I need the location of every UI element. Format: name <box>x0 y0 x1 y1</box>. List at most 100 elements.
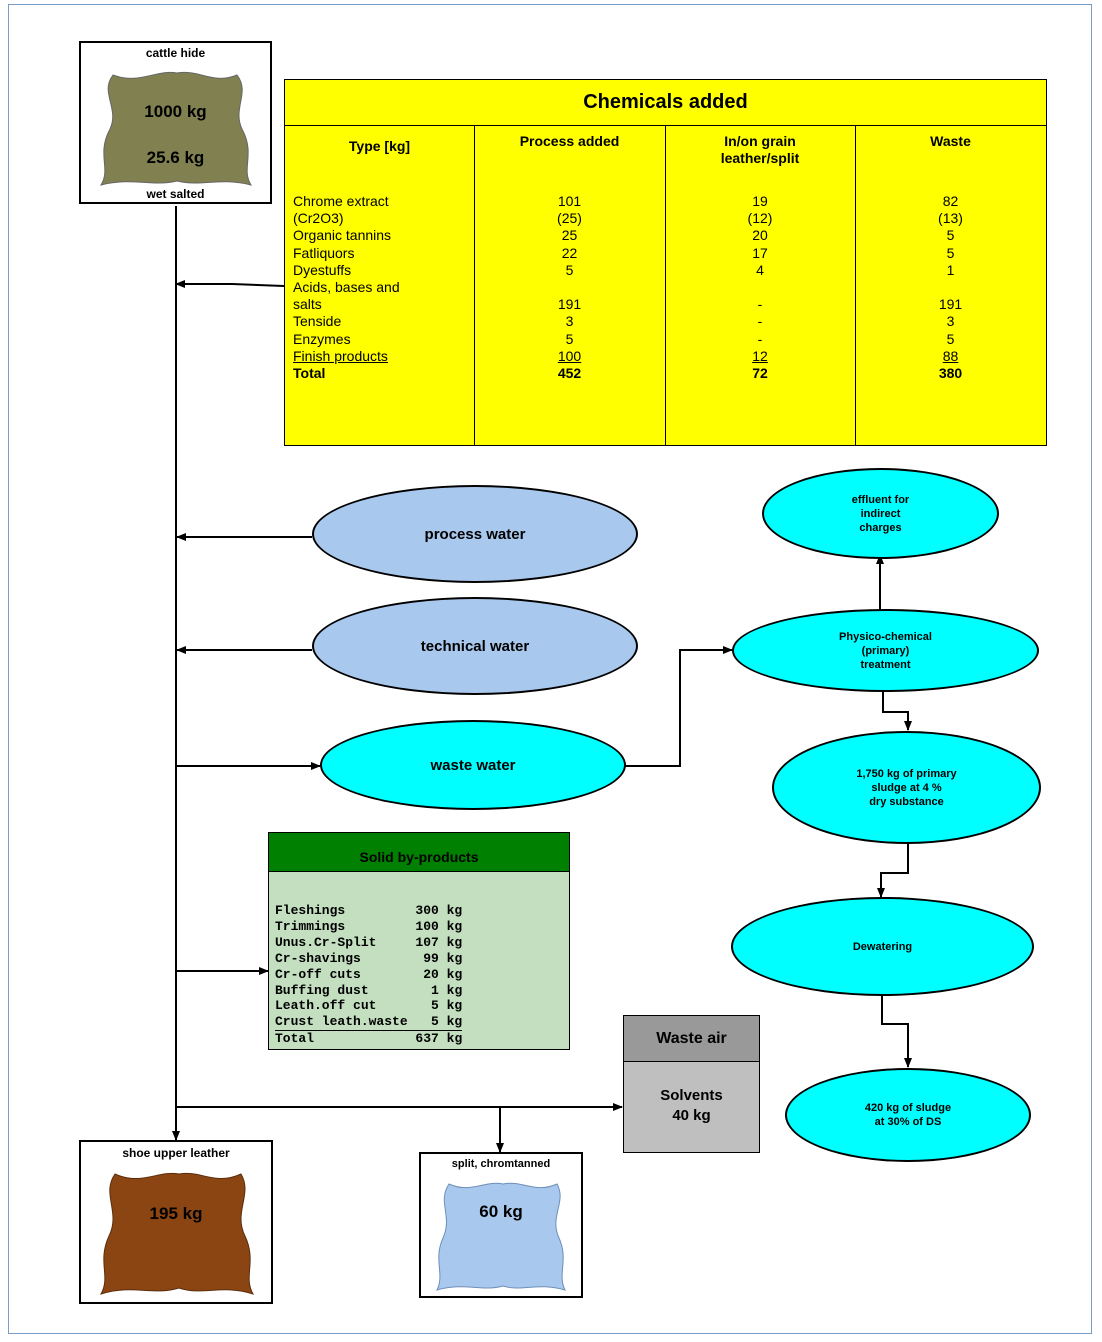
col-type: Chrome extract (Cr2O3) Organic tannins F… <box>293 193 400 382</box>
col-grain: 19 (12) 20 17 4 - - - 12 72 <box>665 193 855 382</box>
hide-weight-2: 25.6 kg <box>146 148 205 167</box>
solid-item-row: Trimmings 100 kg <box>275 919 462 935</box>
final-sludge-line2: at 30% of DS <box>874 1116 942 1128</box>
solid-byproducts-title: Solid by-products <box>269 833 569 872</box>
row-name: Chrome extract <box>293 193 389 209</box>
cell-process: 101 <box>557 193 582 209</box>
cell-process: (25) <box>557 210 582 227</box>
waste-water-label: waste water <box>430 756 516 774</box>
solid-item-name: Cr-off cuts <box>275 966 361 982</box>
chemicals-title: Chemicals added <box>285 80 1046 126</box>
cell-process: 3 <box>565 313 574 330</box>
solid-item-value: 107 kg <box>376 934 463 950</box>
primary-sludge-ellipse: 1,750 kg of primary sludge at 4 % dry su… <box>772 731 1041 844</box>
solid-item-name: Leath.off cut <box>275 998 377 1014</box>
solid-item-row: Cr-off cuts 20 kg <box>275 967 462 983</box>
arrow-to-physico <box>624 646 733 767</box>
arrow-to-final-sludge <box>881 995 912 1068</box>
cell-grain: - <box>757 313 763 330</box>
col-divider <box>855 125 856 445</box>
solid-item-row: Leath.off cut 5 kg <box>275 998 462 1014</box>
cell-waste: 1 <box>946 261 955 278</box>
solid-item-value: 5 kg <box>376 998 463 1014</box>
shoe-leather-weight: 195 kg <box>149 1204 203 1223</box>
solid-item-value: 5 kg <box>407 1014 463 1030</box>
solid-item-value: 100 kg <box>345 918 463 934</box>
row-name: Organic tannins <box>293 227 392 244</box>
cell-process: 191 <box>557 296 582 313</box>
row-name: Dyestuffs <box>293 261 352 278</box>
shoe-leather-box: shoe upper leather 195 kg <box>79 1140 273 1304</box>
solid-item-row: Buffing dust 1 kg <box>275 983 462 999</box>
wet-salted-label: wet salted <box>146 187 205 201</box>
solid-item-value: 20 kg <box>360 966 463 982</box>
col-divider <box>474 125 475 445</box>
split-weight: 60 kg <box>479 1202 523 1221</box>
effluent-line2: indirect <box>860 507 901 520</box>
process-water-ellipse: process water <box>312 485 638 583</box>
cell-waste: (13) <box>938 210 963 227</box>
waste-water-ellipse: waste water <box>320 720 626 810</box>
waste-air-box: Waste air Solvents 40 kg <box>623 1015 760 1153</box>
cell-waste: 3 <box>946 313 955 330</box>
col-divider <box>665 125 666 445</box>
cell-process: 5 <box>565 330 574 347</box>
solid-item-name: Total <box>275 1031 315 1047</box>
cell-grain: 20 <box>752 227 768 244</box>
split-shape-icon <box>436 1182 566 1291</box>
solid-item-value: 637 kg <box>314 1031 463 1047</box>
row-name: salts <box>293 296 322 313</box>
cell-grain: 19 <box>752 193 768 209</box>
row-name: (Cr2O3) <box>293 210 344 227</box>
waste-air-body: Solvents 40 kg <box>624 1086 759 1126</box>
effluent-line1: effluent for <box>851 493 910 506</box>
cell-grain-total: 72 <box>752 365 768 382</box>
cell-waste: 88 <box>942 347 959 364</box>
cell-waste <box>855 279 1046 296</box>
row-name-total: Total <box>293 365 326 382</box>
waste-air-title: Waste air <box>624 1016 759 1062</box>
cell-waste: 5 <box>946 330 955 347</box>
final-sludge-line1: 420 kg of sludge <box>864 1102 952 1114</box>
leather-shape-icon <box>99 1172 255 1295</box>
solid-item-name: Unus.Cr-Split <box>275 934 377 950</box>
row-name: Tenside <box>293 313 342 330</box>
primary-sludge-line2: sludge at 4 % <box>871 781 942 794</box>
header-grain-line2: leather/split <box>720 150 800 166</box>
cell-grain: 17 <box>752 244 768 261</box>
technical-water-ellipse: technical water <box>312 597 638 695</box>
cell-grain: (12) <box>747 210 773 227</box>
solid-total-row: Total 637 kg <box>275 1031 462 1047</box>
solid-item-name: Crust leath.waste <box>275 1014 408 1030</box>
cell-grain: - <box>757 330 763 347</box>
cell-waste: 5 <box>946 244 955 261</box>
solid-item-row: Fleshings 300 kg <box>275 903 462 919</box>
effluent-line3: charges <box>859 521 902 534</box>
cell-process: 5 <box>565 261 574 278</box>
row-name: Acids, bases and <box>293 279 400 296</box>
cell-grain: - <box>757 296 763 313</box>
solid-item-name: Buffing dust <box>275 982 369 998</box>
cell-grain: 12 <box>752 347 768 364</box>
physico-line2: (primary) <box>861 644 910 657</box>
cattle-hide-label: cattle hide <box>145 46 206 60</box>
dewatering-ellipse: Dewatering <box>731 897 1034 996</box>
primary-sludge-line1: 1,750 kg of primary <box>856 767 957 780</box>
cell-waste-total: 380 <box>938 365 963 382</box>
solid-item-row: Unus.Cr-Split 107 kg <box>275 935 462 951</box>
cell-process-total: 452 <box>557 365 582 382</box>
header-waste: Waste <box>930 133 971 149</box>
split-box: split, chromtanned 60 kg <box>419 1152 583 1298</box>
final-sludge-ellipse: 420 kg of sludge at 30% of DS <box>785 1068 1031 1162</box>
waste-air-line2: 40 kg <box>672 1107 711 1124</box>
solid-item-value: 99 kg <box>360 950 463 966</box>
row-name: Fatliquors <box>293 244 355 261</box>
col-waste: 82 (13) 5 5 1 191 3 5 88 380 <box>855 193 1046 382</box>
cell-process <box>474 279 665 296</box>
header-grain: In/on grain leather/split <box>665 133 855 167</box>
shoe-leather-label: shoe upper leather <box>122 1146 230 1160</box>
row-name: Enzymes <box>293 330 351 347</box>
